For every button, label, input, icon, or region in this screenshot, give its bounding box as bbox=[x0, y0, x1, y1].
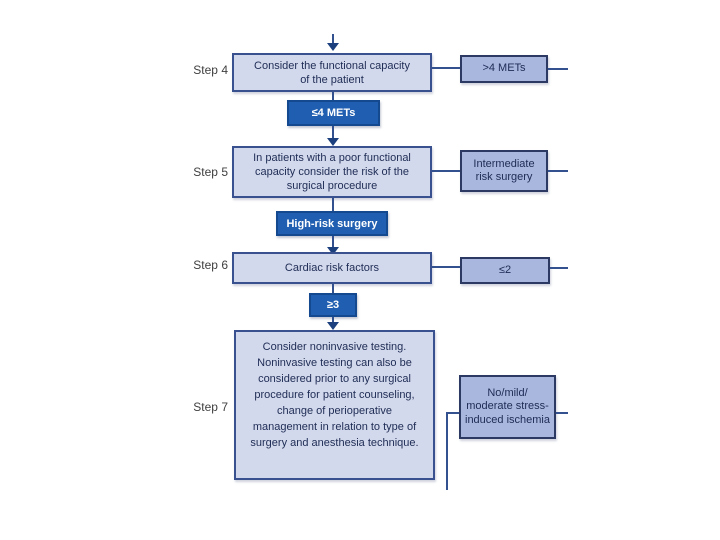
down-arrow-icon bbox=[327, 43, 339, 51]
step5-outcome-box: Intermediate risk surgery bbox=[460, 150, 548, 192]
connector-line bbox=[332, 34, 334, 44]
connector-line bbox=[548, 170, 568, 172]
connector-line bbox=[432, 170, 460, 172]
connector-line bbox=[332, 284, 334, 293]
connector-line bbox=[332, 92, 334, 100]
connector-line bbox=[432, 266, 460, 268]
connector-line bbox=[432, 67, 460, 69]
down-arrow-icon bbox=[327, 247, 339, 255]
step5-label: Step 5 bbox=[193, 165, 228, 179]
connector-line bbox=[332, 126, 334, 138]
down-arrow-icon bbox=[327, 138, 339, 146]
connector-line bbox=[548, 68, 568, 70]
connector-line bbox=[332, 236, 334, 247]
connector-line bbox=[556, 412, 568, 414]
step5-main-box: In patients with a poor functional capac… bbox=[232, 146, 432, 198]
connector-line bbox=[446, 412, 448, 490]
step4-gate-box: ≤4 METs bbox=[287, 100, 380, 126]
step4-main-box: Consider the functional capacity of the … bbox=[232, 53, 432, 92]
connector-line bbox=[447, 412, 459, 414]
step6-outcome-box: ≤2 bbox=[460, 257, 550, 284]
connector-line bbox=[332, 198, 334, 211]
connector-line bbox=[550, 267, 568, 269]
step4-outcome-box: >4 METs bbox=[460, 55, 548, 83]
step6-gate-box: ≥3 bbox=[309, 293, 357, 317]
connector-line bbox=[332, 317, 334, 322]
down-arrow-icon bbox=[327, 322, 339, 330]
step4-label: Step 4 bbox=[193, 63, 228, 77]
step5-gate-box: High-risk surgery bbox=[276, 211, 388, 236]
step7-label: Step 7 bbox=[193, 400, 228, 414]
step6-main-box: Cardiac risk factors bbox=[232, 252, 432, 284]
step6-label: Step 6 bbox=[193, 258, 228, 272]
step7-main-box: Consider noninvasive testing. Noninvasiv… bbox=[234, 330, 435, 480]
step7-outcome-box: No/mild/ moderate stress-induced ischemi… bbox=[459, 375, 556, 439]
